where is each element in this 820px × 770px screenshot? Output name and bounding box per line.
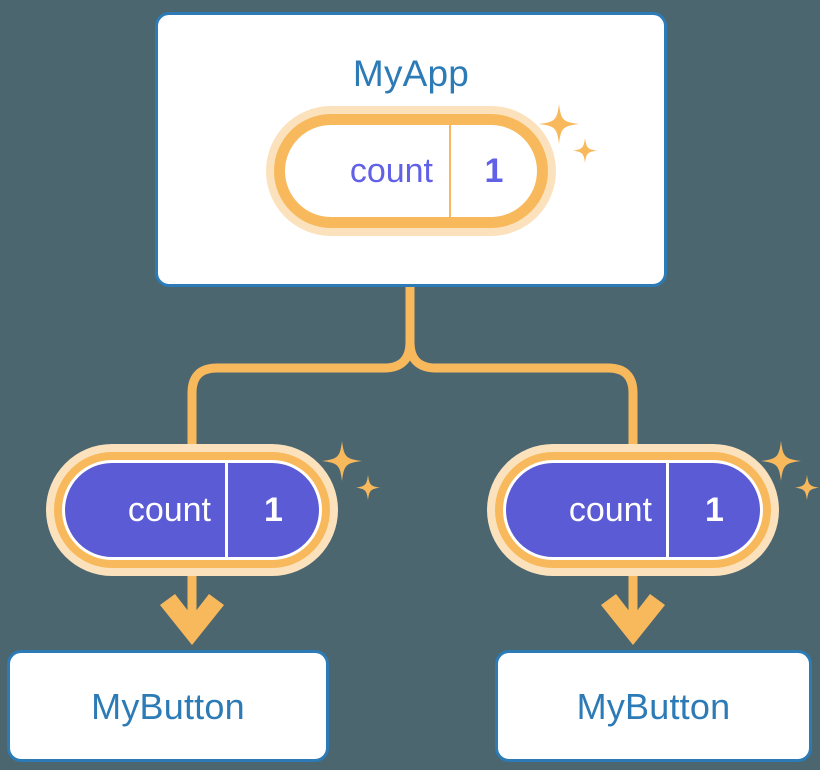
down-arrow-icon-right xyxy=(601,574,665,645)
state-pill-mybutton-left-count[interactable]: count 1 xyxy=(46,444,338,576)
component-title: MyButton xyxy=(91,686,245,727)
page-title: MyApp xyxy=(352,53,470,94)
state-name-label: count xyxy=(568,490,652,529)
state-value-label: 1 xyxy=(225,463,319,557)
state-name-label: count xyxy=(349,151,433,190)
pill-body: count 1 xyxy=(285,125,537,217)
component-card-mybutton-left[interactable]: MyButton xyxy=(7,650,329,762)
state-value-label: 1 xyxy=(666,463,760,557)
pill-body: count 1 xyxy=(62,460,322,560)
component-title: MyButton xyxy=(576,686,731,727)
state-pill-mybutton-right-count[interactable]: count 1 xyxy=(487,444,779,576)
state-pill-myapp-count[interactable]: count 1 xyxy=(266,106,556,236)
pill-body: count 1 xyxy=(503,460,763,560)
branch-connector xyxy=(187,287,638,446)
state-name-label: count xyxy=(127,490,211,529)
state-value-label: 1 xyxy=(449,125,537,217)
down-arrow-icon-left xyxy=(160,574,224,645)
component-card-mybutton-right[interactable]: MyButton xyxy=(495,650,812,762)
